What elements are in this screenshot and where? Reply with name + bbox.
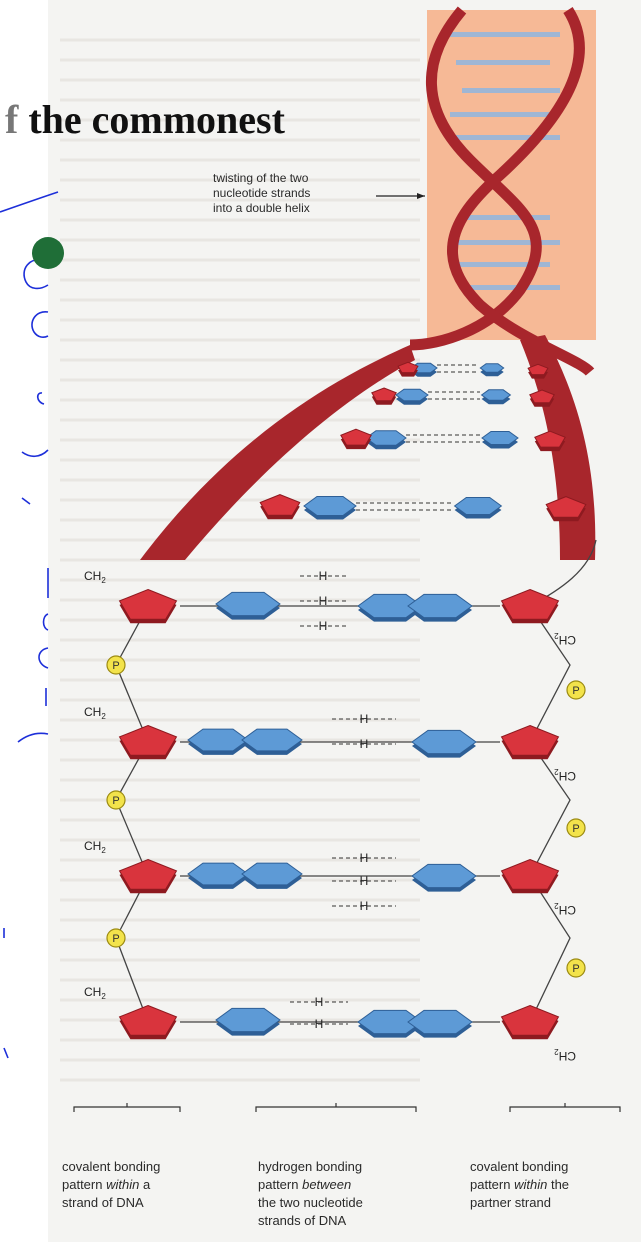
- phosphate-label: P: [112, 795, 119, 807]
- phosphate-label: P: [572, 823, 579, 835]
- caption-middle-line-2: pattern between: [258, 1176, 428, 1194]
- caption-right-pattern: pattern: [470, 1177, 514, 1192]
- caption-right-emphasis: within: [514, 1177, 547, 1192]
- mini-base: [396, 389, 428, 401]
- hydrogen-label: H: [360, 874, 369, 888]
- helix-rung: [462, 88, 560, 93]
- hydrogen-label: H: [360, 899, 369, 913]
- heading-partial-char: f: [5, 97, 18, 142]
- caption-right-line-2: pattern within the: [470, 1176, 640, 1194]
- hydrogen-label: H: [360, 712, 369, 726]
- callout-line-1: twisting of the two: [213, 171, 433, 186]
- heading-text: the commonest: [28, 97, 285, 142]
- hydrogen-label: H: [319, 619, 328, 633]
- hydrogen-label: H: [315, 1017, 324, 1031]
- phosphate-label: P: [572, 685, 579, 697]
- hydrogen-label: H: [360, 851, 369, 865]
- caption-left-line-3: strand of DNA: [62, 1194, 212, 1212]
- ch2-subscript: 2: [101, 712, 106, 721]
- helix-callout: twisting of the two nucleotide strands i…: [213, 171, 433, 216]
- ch2-subscript: 2: [554, 1047, 559, 1056]
- helix-rung: [450, 32, 560, 37]
- caption-right: covalent bonding pattern within the part…: [470, 1158, 640, 1212]
- ch2-subscript: 2: [554, 901, 559, 910]
- helix-rung: [462, 215, 550, 220]
- caption-left-emphasis: within: [106, 1177, 139, 1192]
- caption-middle-line-3: the two nucleotide: [258, 1194, 428, 1212]
- helix-panel: [427, 10, 596, 340]
- hydrogen-label: H: [319, 569, 328, 583]
- caption-left: covalent bonding pattern within a strand…: [62, 1158, 212, 1212]
- caption-left-article: a: [139, 1177, 150, 1192]
- helix-rung: [456, 60, 550, 65]
- caption-middle-pattern: pattern: [258, 1177, 302, 1192]
- hydrogen-label: H: [315, 995, 324, 1009]
- phosphate-label: P: [572, 963, 579, 975]
- ch2-subscript: 2: [554, 767, 559, 776]
- caption-right-line-3: partner strand: [470, 1194, 640, 1212]
- helix-rung: [462, 285, 560, 290]
- caption-middle: hydrogen bonding pattern between the two…: [258, 1158, 428, 1230]
- caption-right-line-1: covalent bonding: [470, 1158, 640, 1176]
- helix-rung: [450, 240, 560, 245]
- helix-rung: [450, 112, 550, 117]
- caption-middle-line-4: strands of DNA: [258, 1212, 428, 1230]
- ch2-subscript: 2: [101, 992, 106, 1001]
- caption-left-line-2: pattern within a: [62, 1176, 212, 1194]
- ch2-subscript: 2: [101, 846, 106, 855]
- caption-right-article: the: [547, 1177, 569, 1192]
- page-heading: f the commonest: [5, 96, 285, 143]
- caption-left-pattern: pattern: [62, 1177, 106, 1192]
- phosphate-label: P: [112, 660, 119, 672]
- caption-left-line-1: covalent bonding: [62, 1158, 212, 1176]
- ch2-subscript: 2: [101, 576, 106, 585]
- phosphate-label: P: [112, 933, 119, 945]
- caption-middle-line-1: hydrogen bonding: [258, 1158, 428, 1176]
- ch2-subscript: 2: [554, 631, 559, 640]
- callout-line-3: into a double helix: [213, 201, 433, 216]
- caption-middle-emphasis: between: [302, 1177, 351, 1192]
- callout-line-2: nucleotide strands: [213, 186, 433, 201]
- mini-base: [482, 390, 511, 400]
- hydrogen-label: H: [319, 594, 328, 608]
- mini-base: [480, 364, 503, 373]
- green-dot-annotation: [32, 237, 64, 269]
- hydrogen-label: H: [360, 737, 369, 751]
